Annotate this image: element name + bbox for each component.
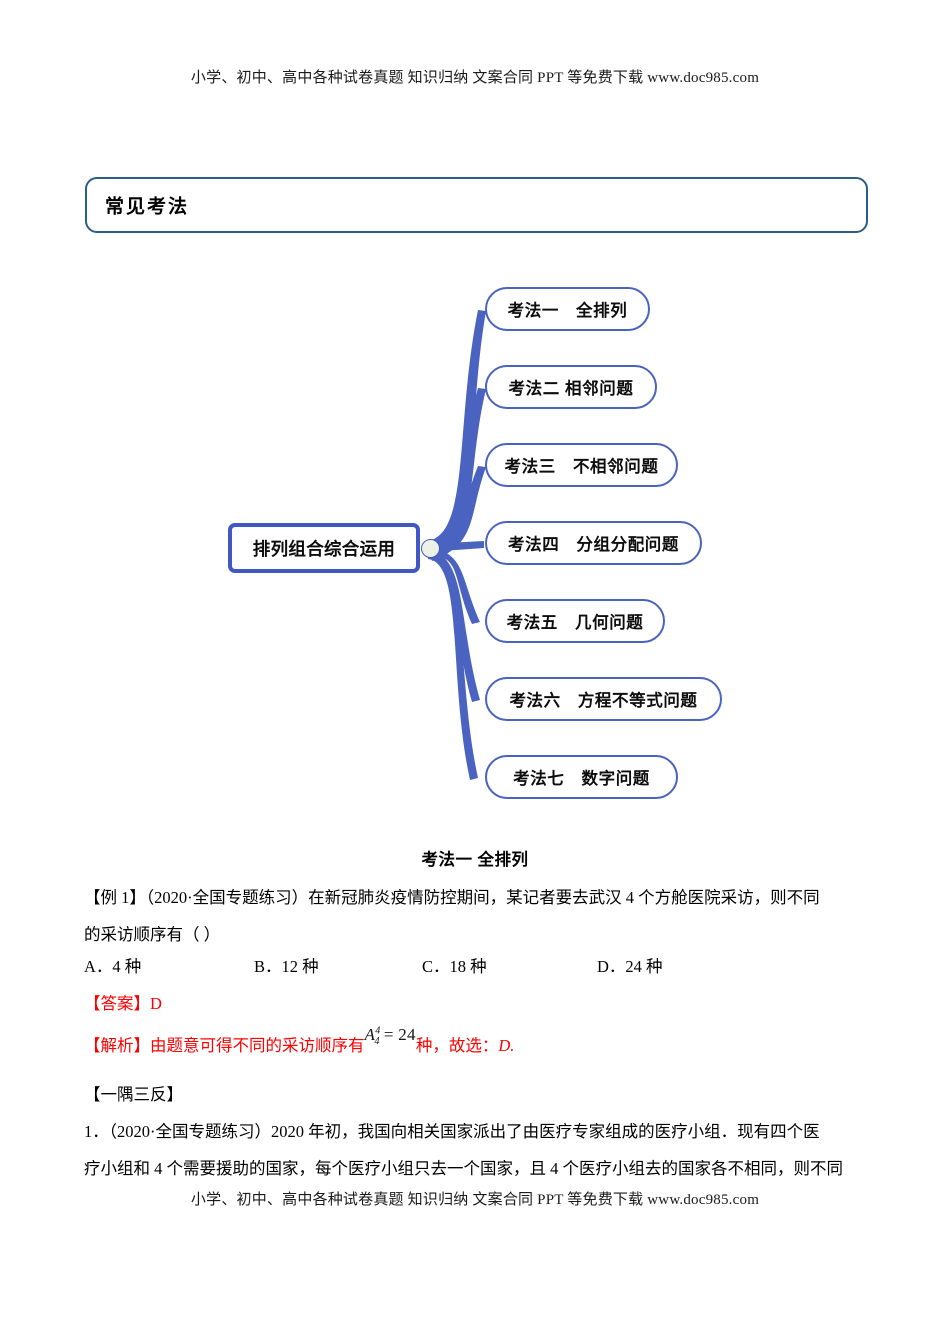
formula-equals: = 24 (383, 1025, 416, 1044)
mindmap-connectors (428, 310, 486, 780)
formula-base: A (364, 1025, 376, 1044)
mindmap: 排列组合综合运用 考法一 全排列 考法二 相邻问题 考法三 不相邻问题 考法四 … (0, 265, 950, 830)
mindmap-branch-5[interactable]: 考法五 几何问题 (485, 599, 665, 643)
mindmap-center-label: 排列组合综合运用 (252, 538, 396, 559)
running-foot: 小学、初中、高中各种试卷真题 知识归纳 文案合同 PPT 等免费下载 www.d… (190, 1192, 760, 1208)
answer-tag: 【答案】 (84, 994, 150, 1013)
option-d[interactable]: D．24 种 (597, 957, 663, 976)
mindmap-branch-5-label: 考法五 几何问题 (506, 614, 644, 632)
option-b[interactable]: B．12 种 (254, 957, 319, 976)
section-title-box: 常见考法 (85, 177, 868, 233)
answer-value: D (150, 994, 162, 1013)
mindmap-branch-6[interactable]: 考法六 方程不等式问题 (485, 677, 722, 721)
mindmap-branch-1[interactable]: 考法一 全排列 (485, 287, 650, 331)
section-title-label: 常见考法 (105, 196, 190, 218)
mindmap-hub-dot (421, 539, 440, 558)
mindmap-branch-6-label: 考法六 方程不等式问题 (509, 692, 698, 710)
running-head: 小学、初中、高中各种试卷真题 知识归纳 文案合同 PPT 等免费下载 www.d… (190, 70, 760, 86)
option-c[interactable]: C．18 种 (422, 957, 487, 976)
analysis-choice: D. (498, 1036, 515, 1055)
mindmap-branch-7-label: 考法七 数字问题 (513, 770, 650, 788)
mindmap-branch-4-label: 考法四 分组分配问题 (508, 536, 679, 554)
mindmap-center-node[interactable]: 排列组合综合运用 (228, 523, 420, 573)
practice-heading: 【一隅三反】 (84, 1085, 183, 1104)
practice-q1-line-1: 1．（2020·全国专题练习）2020 年初，我国向相关国家派出了由医疗专家组成… (84, 1122, 820, 1141)
mindmap-branch-3[interactable]: 考法三 不相邻问题 (485, 443, 678, 487)
options-row: A．4 种 B．12 种 C．18 种 D．24 种 (84, 957, 663, 977)
answer-row: 【答案】D (84, 994, 162, 1014)
mindmap-branch-1-label: 考法一 全排列 (507, 302, 628, 320)
mindmap-branch-7[interactable]: 考法七 数字问题 (485, 755, 678, 799)
analysis-formula: A44= 24 (365, 1025, 416, 1048)
formula-superscript: 4 (375, 1025, 381, 1037)
content-section-heading: 考法一 全排列 (421, 851, 529, 869)
mindmap-branch-2[interactable]: 考法二 相邻问题 (485, 365, 657, 409)
analysis-text-after: 种，故选： (415, 1036, 499, 1055)
example-line-1: 【例 1】（2020·全国专题练习）在新冠肺炎疫情防控期间，某记者要去武汉 4 … (84, 888, 820, 907)
mindmap-branch-4[interactable]: 考法四 分组分配问题 (485, 521, 702, 565)
analysis-row: 【解析】由题意可得不同的采访顺序有A44= 24种，故选：D. (84, 1025, 515, 1059)
example-line-2: 的采访顺序有（ ） (84, 925, 221, 944)
mindmap-branch-3-label: 考法三 不相邻问题 (504, 458, 659, 476)
analysis-text-before: 由题意可得不同的采访顺序有 (150, 1036, 365, 1055)
mindmap-branch-2-label: 考法二 相邻问题 (508, 380, 634, 398)
option-a[interactable]: A．4 种 (84, 957, 142, 976)
analysis-tag: 【解析】 (84, 1036, 150, 1055)
practice-q1-line-2: 疗小组和 4 个需要援助的国家，每个医疗小组只去一个国家，且 4 个医疗小组去的… (84, 1159, 843, 1178)
formula-subscript: 4 (374, 1036, 380, 1048)
